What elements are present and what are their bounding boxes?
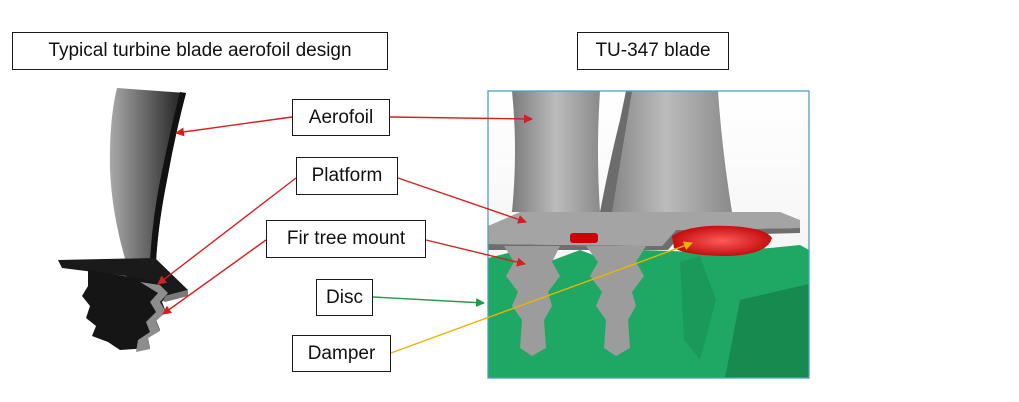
callout-aerofoil: Aerofoil	[292, 99, 390, 136]
tu347-platform	[488, 212, 800, 246]
callout-platform: Platform	[296, 157, 398, 195]
title-tu347-blade: TU-347 blade	[577, 32, 729, 70]
typical-blade-fir-tree	[82, 270, 168, 350]
disc-arrow	[372, 296, 485, 308]
callout-arrows	[157, 114, 693, 354]
tu347-disc	[488, 245, 809, 378]
tu347-render	[488, 91, 809, 378]
callout-damper: Damper	[292, 335, 391, 372]
tu347-aerofoil-left	[512, 91, 600, 212]
callout-disc: Disc	[316, 279, 373, 316]
aerofoil-arrow-left	[175, 116, 293, 137]
tu347-damper-secondary	[570, 233, 598, 243]
title-typical-blade: Typical turbine blade aerofoil design	[12, 32, 388, 70]
damper-arrow	[390, 241, 693, 354]
platform-arrow-right	[397, 177, 527, 224]
typical-blade-illustration	[58, 88, 188, 352]
typical-blade-aerofoil	[109, 88, 186, 262]
callout-fir-tree-mount: Fir tree mount	[266, 220, 426, 258]
tu347-aerofoil-right	[600, 91, 732, 212]
aerofoil-arrow-right	[389, 114, 533, 124]
platform-arrow-left	[157, 177, 297, 285]
fir-tree-arrow-left	[162, 239, 267, 315]
tu347-fir-tree-right	[586, 246, 646, 356]
tu347-frame	[487, 90, 810, 379]
fir-tree-arrow-right	[425, 239, 526, 267]
tu347-damper-main	[672, 225, 772, 256]
